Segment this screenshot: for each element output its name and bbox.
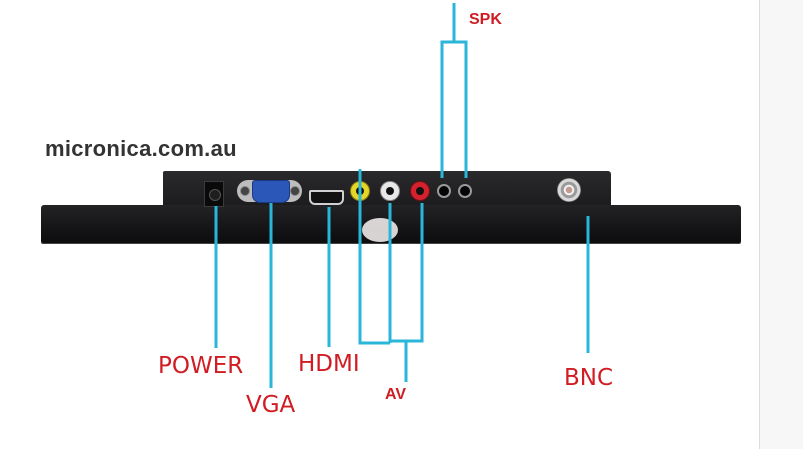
spk-label: SPK xyxy=(469,11,502,28)
side-panel xyxy=(759,0,803,449)
av-label: AV xyxy=(385,386,407,403)
vga-port xyxy=(237,180,302,203)
vga-screw-icon xyxy=(240,186,250,196)
hdmi-port xyxy=(309,190,344,205)
vga-screw-icon xyxy=(290,186,300,196)
sticker xyxy=(362,218,398,242)
vga-connector-icon xyxy=(252,180,290,203)
av-red-callout-line xyxy=(390,203,424,343)
power-port xyxy=(204,181,224,207)
power-label: POWER xyxy=(158,353,244,379)
bnc-port xyxy=(557,178,581,202)
spk-callout-line xyxy=(440,40,468,178)
av-audio-port-white xyxy=(380,181,400,201)
bnc-label: BNC xyxy=(564,365,614,391)
spk-port-1 xyxy=(437,184,451,198)
av-yellow-callout-line xyxy=(358,169,390,345)
av-audio-port-red xyxy=(410,181,430,201)
hdmi-label: HDMI xyxy=(298,351,360,377)
vga-label: VGA xyxy=(246,392,296,418)
watermark: micronica.com.au xyxy=(45,136,237,161)
spk-port-2 xyxy=(458,184,472,198)
